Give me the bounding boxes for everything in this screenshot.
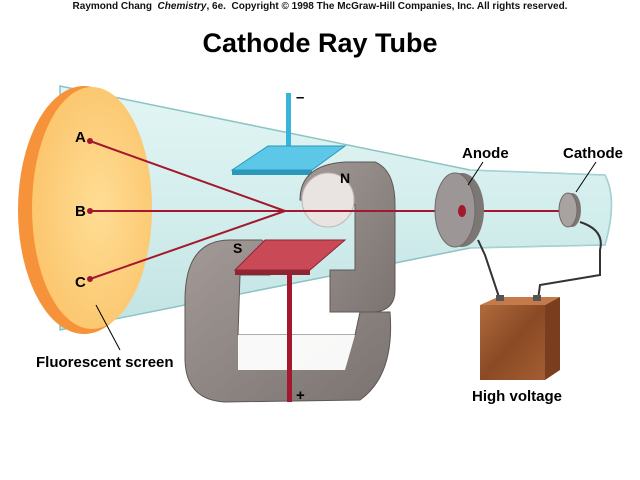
beam-to-a [89, 140, 286, 212]
label-north: N [340, 170, 350, 186]
wire-anode [477, 239, 501, 301]
horseshoe-magnet [184, 161, 396, 403]
label-fluorescent-screen: Fluorescent screen [36, 354, 174, 371]
copyright-line: Raymond Chang Chemistry, 6e. Copyright ©… [0, 1, 640, 12]
screen-leader [95, 304, 121, 351]
tube-neck-highlight [469, 169, 612, 249]
point-a-dot [87, 138, 93, 144]
page-title: Cathode Ray Tube [202, 28, 438, 58]
fluorescent-screen [32, 87, 152, 329]
anode-hole [458, 205, 466, 217]
wire-cathode [537, 221, 602, 301]
label-b: B [75, 203, 86, 220]
label-plus: + [296, 387, 305, 404]
label-c: C [75, 274, 86, 291]
credit-book: Chemistry [157, 1, 207, 12]
anode-disc [434, 172, 476, 248]
label-south: S [233, 240, 242, 256]
positive-rod [287, 274, 292, 402]
cathode-leader [575, 161, 597, 193]
beam-to-c [89, 210, 286, 280]
credit-edition: , 6e. [206, 1, 226, 12]
north-pole-face [301, 172, 355, 228]
credit-copyright: Copyright © 1998 The McGraw-Hill Compani… [231, 1, 568, 12]
label-cathode: Cathode [563, 145, 623, 162]
negative-rod [286, 93, 291, 165]
high-voltage-battery [480, 295, 560, 380]
label-minus: – [296, 89, 304, 106]
point-c-dot [87, 276, 93, 282]
anode-leader [467, 161, 484, 186]
label-a: A [75, 129, 86, 146]
positive-plate-edge [235, 270, 310, 275]
credit-authors: Raymond Chang [72, 1, 152, 12]
negative-plate-edge [232, 170, 312, 175]
point-b-dot [87, 208, 93, 214]
cathode-disc [558, 192, 578, 228]
label-high-voltage: High voltage [472, 388, 562, 405]
label-anode: Anode [462, 145, 509, 162]
